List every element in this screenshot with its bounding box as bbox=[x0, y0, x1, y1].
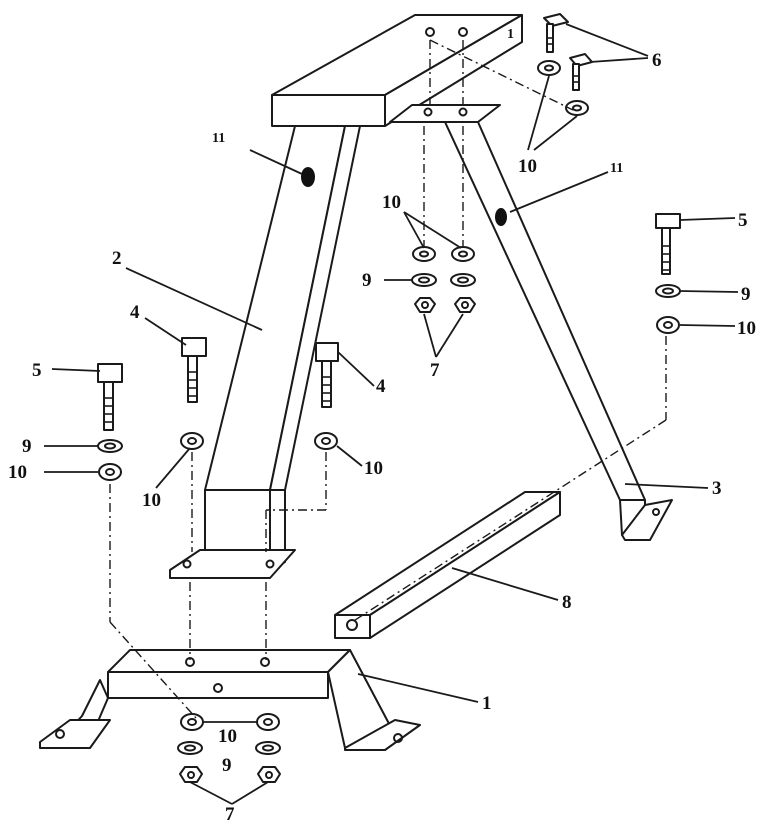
bolt-part-6-b bbox=[569, 53, 593, 91]
label-sticker-dot-right bbox=[495, 208, 507, 226]
callout-2: 2 bbox=[112, 248, 122, 269]
callout-1: 1 bbox=[482, 693, 492, 714]
callout-10-right: 10 bbox=[737, 318, 756, 339]
callout-10-center: 10 bbox=[382, 192, 401, 213]
cross-brace-part-8 bbox=[334, 491, 561, 639]
callout-9-center: 9 bbox=[362, 270, 372, 291]
bolt-part-5-right bbox=[655, 213, 681, 275]
leader-lines bbox=[44, 23, 739, 805]
callout-10-left: 10 bbox=[8, 462, 27, 483]
bolt-part-5-left bbox=[97, 363, 123, 431]
callout-4-left: 4 bbox=[130, 302, 140, 323]
callout-5-left: 5 bbox=[32, 360, 42, 381]
nuts bbox=[179, 297, 476, 783]
label-sticker-dot-left bbox=[301, 167, 315, 187]
callout-9-right: 9 bbox=[741, 284, 751, 305]
left-leg-part-2 bbox=[169, 125, 361, 579]
callout-7-bottom: 7 bbox=[225, 804, 235, 825]
callout-1-top: 1 bbox=[507, 27, 514, 42]
callout-10-bottom: 10 bbox=[218, 726, 237, 747]
callout-3: 3 bbox=[712, 478, 722, 499]
callout-10-left-lower: 10 bbox=[142, 490, 161, 511]
callout-11-right: 11 bbox=[610, 161, 623, 176]
assembly-center-lines bbox=[109, 39, 667, 719]
callout-6: 6 bbox=[652, 50, 662, 71]
callout-5-right: 5 bbox=[738, 210, 748, 231]
bolt-part-4-middle bbox=[315, 342, 339, 408]
callout-11-left: 11 bbox=[212, 131, 225, 146]
callout-labels: 6 10 11 11 10 9 7 5 9 10 2 4 5 4 9 10 10… bbox=[8, 50, 756, 825]
callout-4-middle: 4 bbox=[376, 376, 386, 397]
callout-7-center: 7 bbox=[430, 360, 440, 381]
washers bbox=[97, 60, 681, 755]
bolt-part-6-a bbox=[543, 13, 569, 53]
callout-8: 8 bbox=[562, 592, 572, 613]
top-crossbar: 1 bbox=[271, 14, 523, 127]
right-leg-part-3 bbox=[389, 104, 673, 541]
callout-10-top-right: 10 bbox=[518, 156, 537, 177]
callout-9-bottom: 9 bbox=[222, 755, 232, 776]
bolt-part-4-left bbox=[181, 337, 207, 403]
callout-10-middle: 10 bbox=[364, 458, 383, 479]
base-part-1 bbox=[39, 649, 421, 751]
callout-9-left: 9 bbox=[22, 436, 32, 457]
